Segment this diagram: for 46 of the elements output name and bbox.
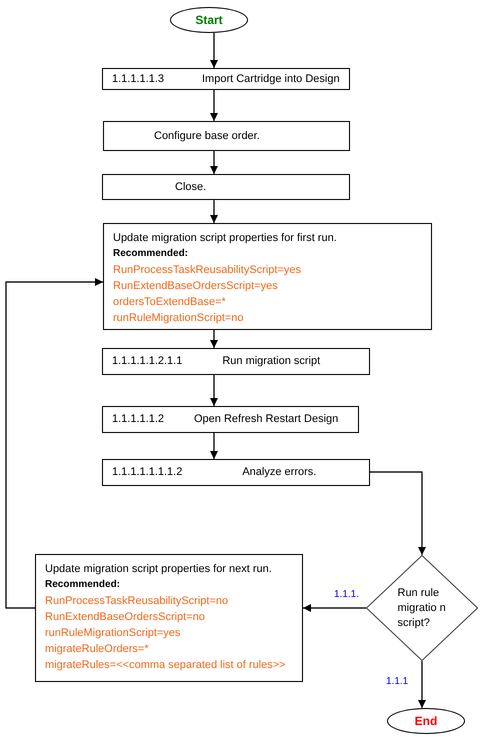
arrow xyxy=(210,151,218,174)
arrow xyxy=(210,433,218,459)
step-title: Import Cartridge into Design xyxy=(202,72,340,87)
process-box xyxy=(35,554,303,682)
arrow xyxy=(370,471,426,555)
process-box xyxy=(102,68,350,90)
property-setting: RunExtendBaseOrdersScript=no xyxy=(45,610,206,625)
step-number: 1.1.1.1.1.2.1.1 xyxy=(112,354,182,370)
step-title: Analyze errors. xyxy=(242,465,316,480)
step-title: Update migration script properties for first run. xyxy=(113,231,338,246)
process-box xyxy=(102,406,359,433)
recommended-heading: Recommended: xyxy=(45,578,122,592)
process-box xyxy=(102,348,370,375)
step-title: Run migration script xyxy=(222,354,320,370)
property-setting: ordersToExtendBase=* xyxy=(113,295,227,310)
recommended-heading: Recommended: xyxy=(113,247,190,261)
step-title: Update migration script properties for next run. xyxy=(45,562,273,577)
arrow xyxy=(210,90,218,121)
decision-diamond xyxy=(366,555,478,661)
property-setting: RunExtendBaseOrdersScript=yes xyxy=(113,279,279,294)
decision-text: Run rule migratio n script? xyxy=(398,586,446,630)
step-title: Close. xyxy=(175,180,206,195)
arrow xyxy=(303,604,366,612)
step-title: Open Refresh Restart Design xyxy=(194,412,338,428)
terminal-label: Start xyxy=(195,12,223,29)
property-setting: RunProcessTaskReusabilityScript=yes xyxy=(113,263,302,278)
step-title: Configure base order. xyxy=(154,128,260,144)
step-number: 1.1.1.1.1.3 xyxy=(112,72,164,87)
process-box xyxy=(102,459,370,486)
arrow xyxy=(5,278,103,609)
process-box xyxy=(103,121,350,151)
arrow xyxy=(210,330,218,348)
process-box xyxy=(103,223,432,330)
step-number: 1.1.1.1.1.1.1.2 xyxy=(112,465,182,480)
arrow xyxy=(210,200,218,223)
terminal-label: End xyxy=(414,713,438,730)
arrow xyxy=(418,661,426,708)
process-box xyxy=(102,174,350,200)
property-setting: migrateRuleOrders=* xyxy=(45,642,150,657)
step-number: 1.1.1.1.1.2 xyxy=(112,412,164,428)
arrow xyxy=(210,33,218,68)
property-setting: runRuleMigrationScript=no xyxy=(113,311,245,326)
property-setting: migrateRules=<<comma separated list of rules>> xyxy=(45,658,287,673)
property-setting: RunProcessTaskReusabilityScript=no xyxy=(45,594,230,609)
arrow xyxy=(210,375,218,406)
property-setting: runRuleMigrationScript=yes xyxy=(45,626,182,641)
